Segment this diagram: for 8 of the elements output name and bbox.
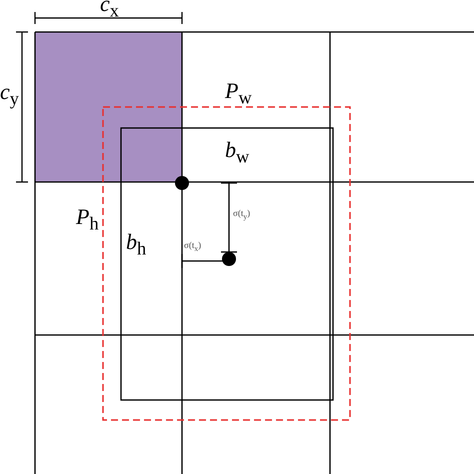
offset-label: σ(t$_{y}$) [233, 208, 250, 222]
height-label: c$_{y}$ [0, 80, 19, 110]
height-label: P$_{h}$ [76, 205, 99, 236]
offset-label: σ(t$_{x}$) [184, 240, 202, 254]
width-label: c$_{x}$ [100, 0, 119, 22]
width-label: b$_{w}$ [225, 138, 250, 168]
width-label: P$_{w}$ [225, 79, 252, 110]
height-label: b$_{h}$ [126, 230, 146, 260]
